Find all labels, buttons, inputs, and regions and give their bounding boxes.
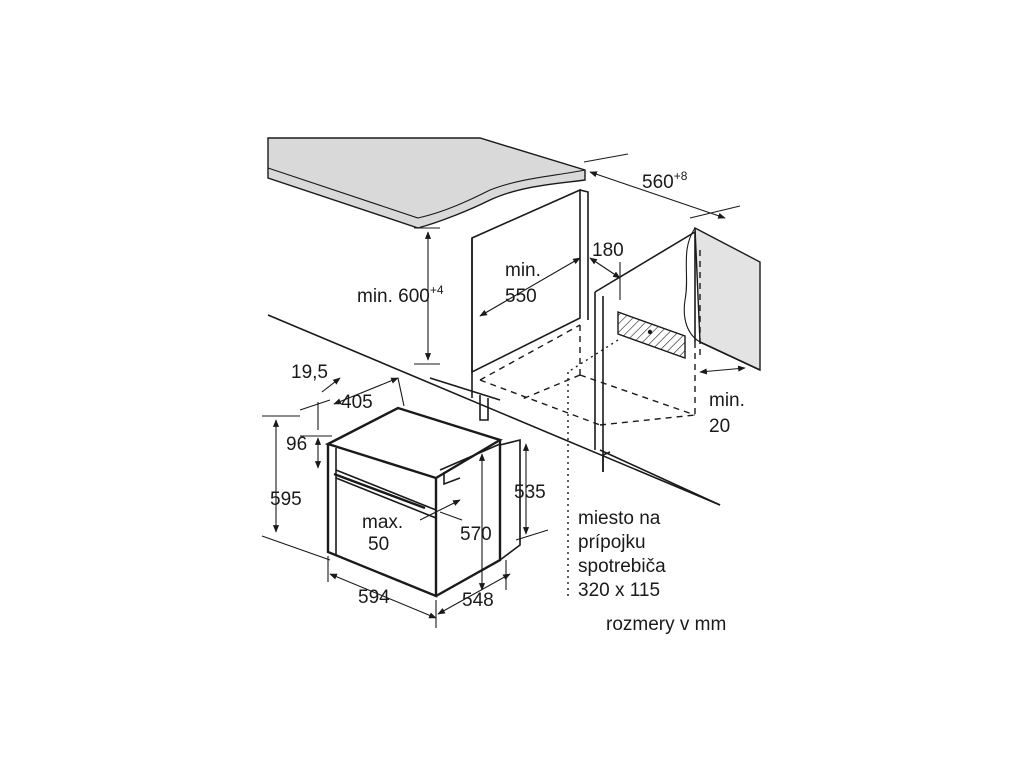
label-body-depth-height: 535: [514, 482, 546, 503]
connection-note-line-3: spotrebiča: [578, 556, 666, 577]
dimension-lines: [261, 153, 746, 628]
connection-box: [617, 311, 686, 359]
connection-note-line-4: 320 x 115: [578, 580, 660, 601]
label-top-depth: 405: [341, 392, 373, 413]
upper-cabinet: [471, 188, 589, 421]
label-cabinet-depth-1: min.: [505, 260, 541, 281]
label-rear-gap: 180: [592, 240, 624, 261]
label-handle-1: max.: [362, 512, 403, 533]
connection-note: miesto na prípojku spotrebiča 320 x 115: [578, 508, 666, 601]
units-note: rozmery v mm: [606, 614, 726, 635]
label-niche-width: 560+8: [642, 169, 688, 193]
connection-note-line-1: miesto na: [578, 508, 661, 529]
label-front-offset: 19,5: [291, 362, 328, 383]
label-total-width: 594: [358, 587, 390, 608]
label-total-height: 595: [270, 489, 302, 510]
label-body-height: 570: [460, 524, 492, 545]
label-cabinet-height: min. 600+4: [357, 283, 444, 307]
dimension-labels: min. 600+4 min. 550 560+8 180 min. 20 19…: [270, 169, 745, 611]
label-top-height: 96: [286, 434, 307, 455]
label-cabinet-depth-2: 550: [505, 286, 537, 307]
connection-note-line-2: prípojku: [578, 532, 646, 553]
connection-dotted: [567, 339, 619, 600]
label-side-gap-2: 20: [709, 416, 730, 437]
floor-lines: [267, 314, 761, 506]
oven: [324, 406, 521, 598]
countertop: [267, 137, 586, 229]
label-total-depth: 548: [462, 590, 494, 611]
label-handle-2: 50: [368, 534, 389, 555]
label-side-gap-1: min.: [709, 390, 745, 411]
niche-outline-dashed: [479, 250, 701, 426]
